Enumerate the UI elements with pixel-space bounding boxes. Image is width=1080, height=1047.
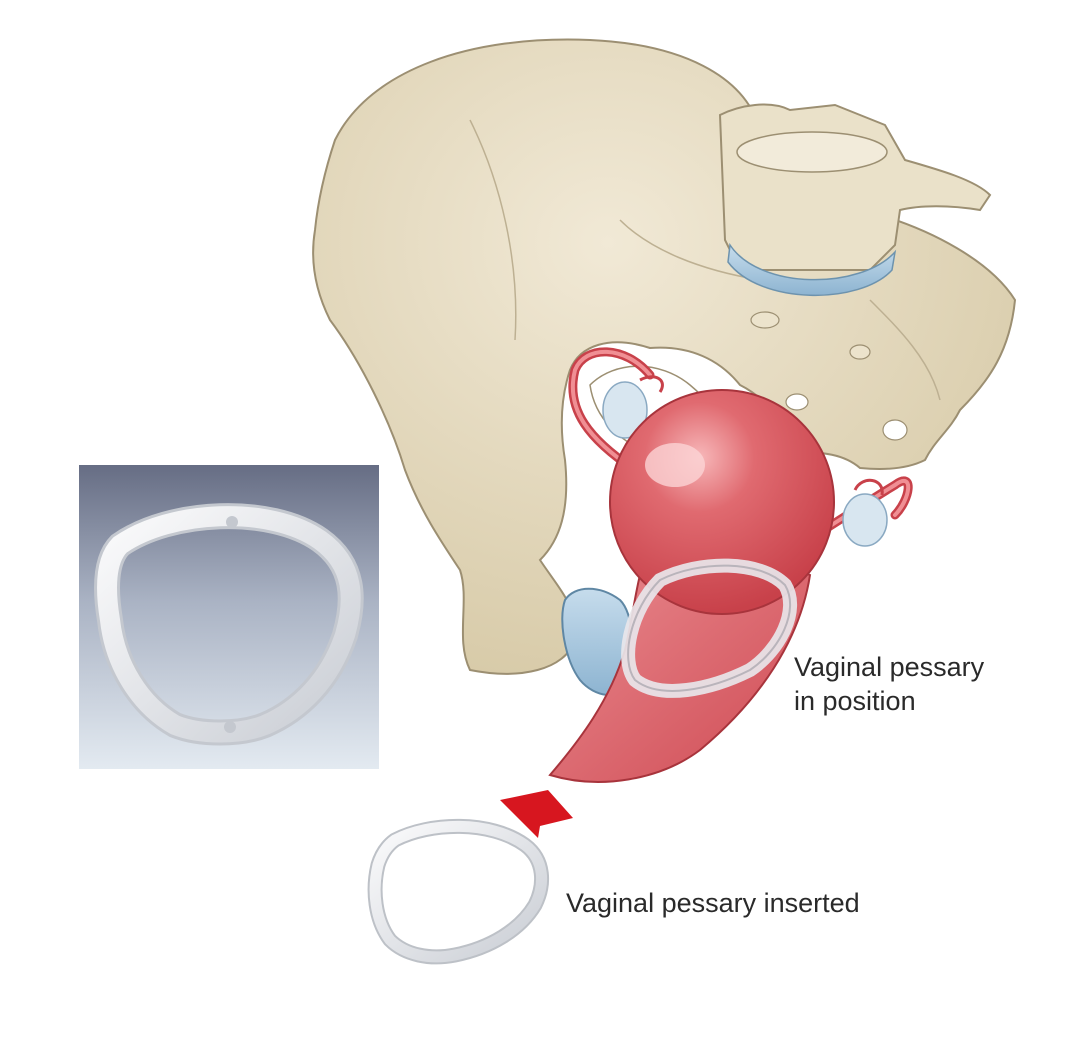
label-pessary-in-position: Vaginal pessary in position (794, 650, 984, 718)
label-pessary-inserted: Vaginal pessary inserted (566, 888, 860, 918)
ovary-right (842, 479, 888, 547)
pessary-loose (367, 818, 550, 965)
ovary-left (602, 375, 664, 439)
label-line-1: Vaginal pessary (794, 652, 985, 682)
pessary-inset (79, 465, 379, 769)
vertebra (718, 103, 992, 297)
label-line-2: in position (794, 686, 916, 716)
pessary-in-position (621, 558, 797, 698)
insertion-arrow-icon (500, 790, 573, 838)
uterus (609, 389, 835, 615)
